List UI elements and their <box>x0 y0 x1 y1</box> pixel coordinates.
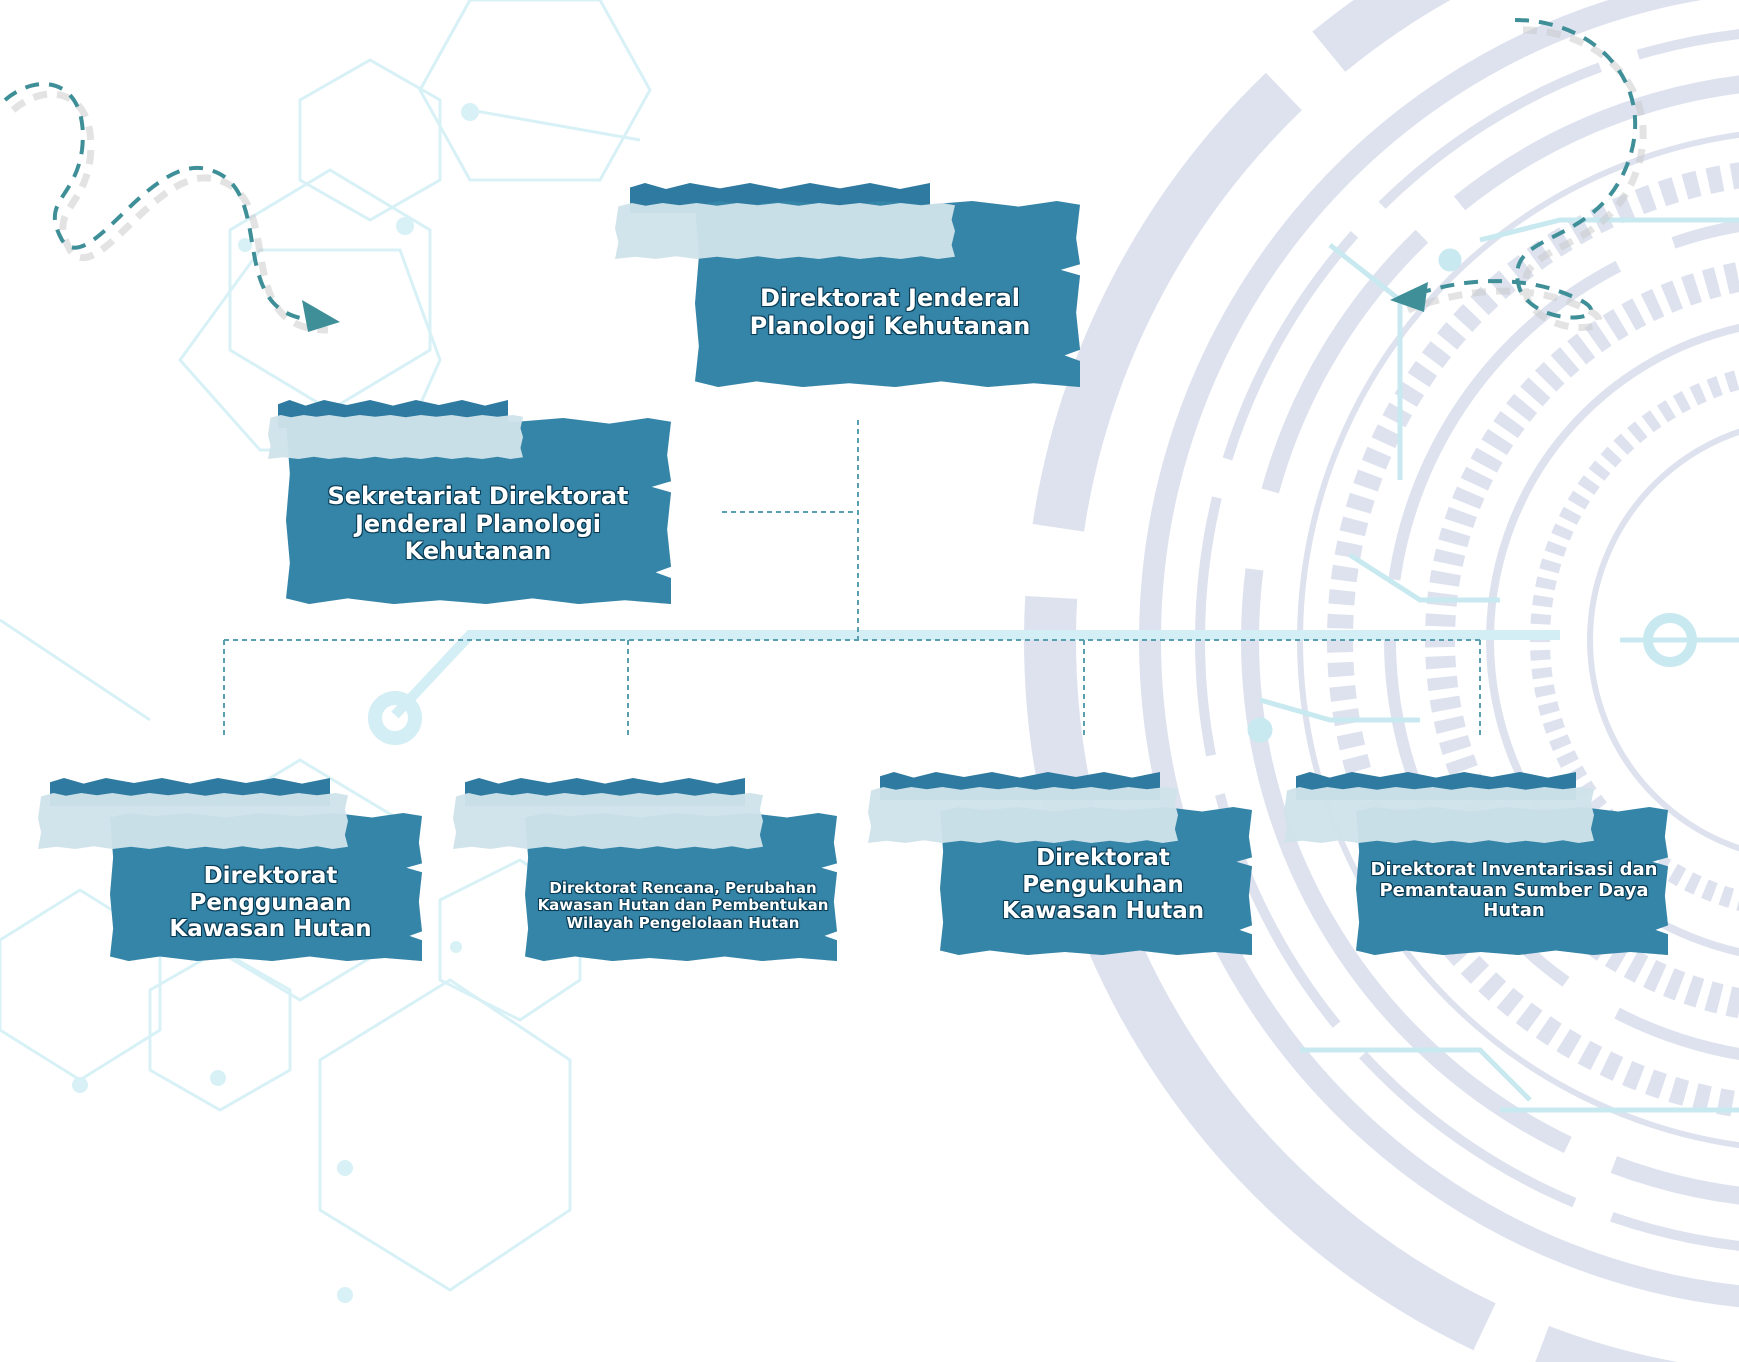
node-directorate-3-label: Direktorat Pengukuhan Kawasan Hutan <box>1001 845 1205 925</box>
tape <box>38 793 348 849</box>
node-directorate-2-label: Direktorat Rencana, Perubahan Kawasan Hu… <box>537 879 829 932</box>
tape <box>268 415 523 459</box>
hexagon-nodes <box>72 103 479 1303</box>
circuit-lines <box>1247 217 1739 1113</box>
node-directorate-3: Direktorat Pengukuhan Kawasan Hutan <box>868 772 1258 962</box>
tape <box>615 203 955 259</box>
tape <box>453 793 763 849</box>
node-secretariat: Sekretariat Direktorat Jenderal Planolog… <box>268 400 678 610</box>
node-root-label: Direktorat Jenderal Planologi Kehutanan <box>749 284 1031 340</box>
tape <box>868 787 1178 843</box>
node-root: Direktorat Jenderal Planologi Kehutanan <box>615 183 1085 393</box>
tape <box>1284 787 1594 843</box>
dashed-arrow-left <box>3 82 340 334</box>
node-secretariat-label: Sekretariat Direktorat Jenderal Planolog… <box>327 482 629 566</box>
node-directorate-1-label: Direktorat Penggunaan Kawasan Hutan <box>169 863 372 943</box>
circuit-trace <box>368 630 1560 745</box>
node-directorate-4-label: Direktorat Inventarisasi dan Pemantauan … <box>1370 858 1658 922</box>
node-directorate-2: Direktorat Rencana, Perubahan Kawasan Hu… <box>453 778 843 968</box>
dashed-arrow-right <box>1390 18 1647 331</box>
node-directorate-1: Direktorat Penggunaan Kawasan Hutan <box>38 778 428 968</box>
node-directorate-4: Direktorat Inventarisasi dan Pemantauan … <box>1284 772 1674 962</box>
